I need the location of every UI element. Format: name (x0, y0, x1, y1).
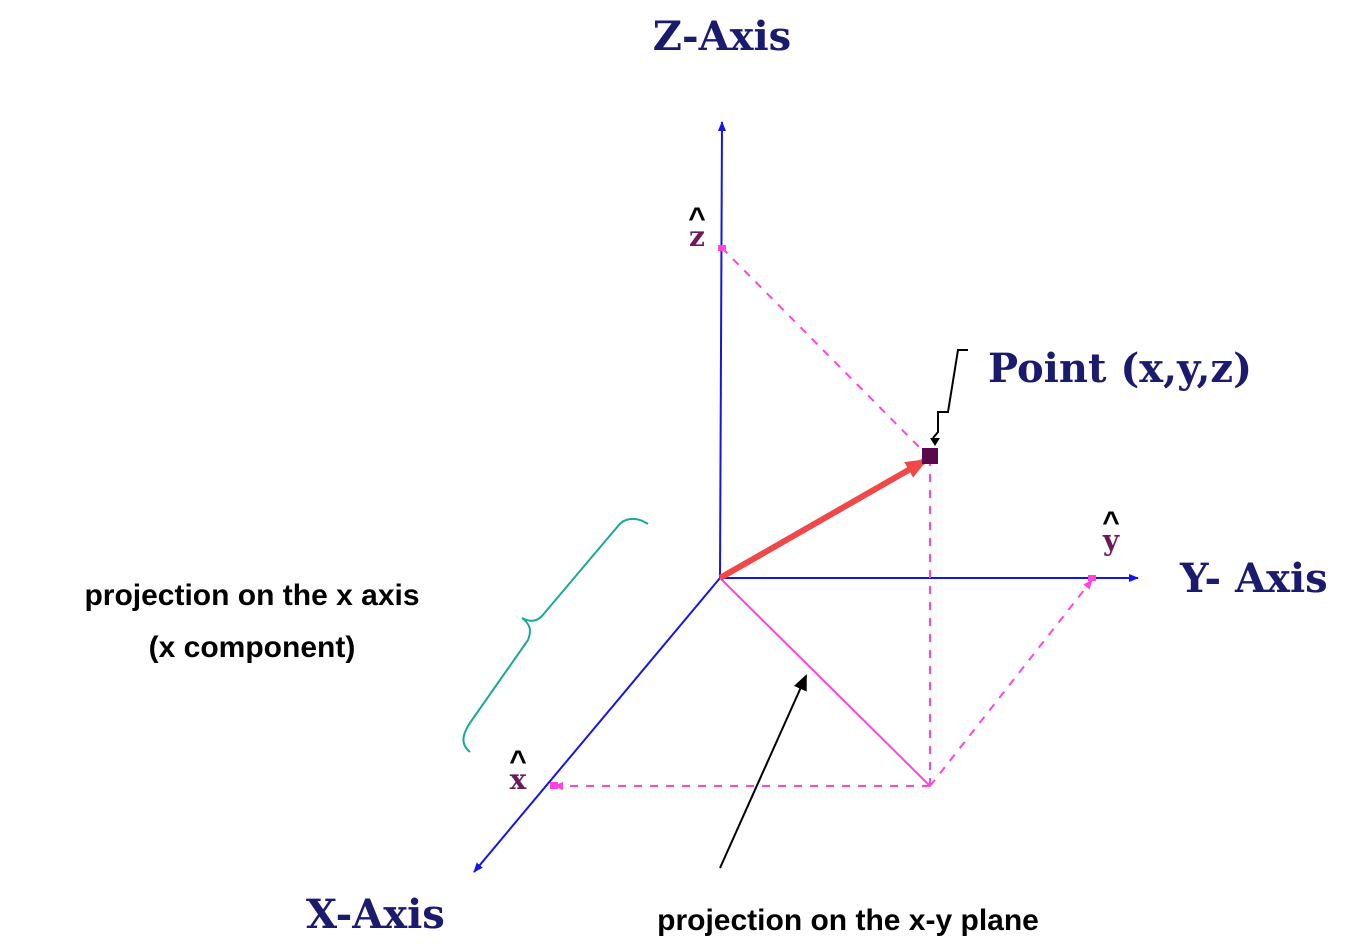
point-marker (922, 448, 938, 464)
x-unit-label: x (510, 763, 527, 796)
z-unit-hat: ^ (688, 202, 706, 235)
y-unit-label: y (1102, 524, 1120, 557)
projection-z-dashed (721, 247, 931, 459)
z-unit-label: z (689, 220, 705, 253)
x-projection-annotation-line1: projection on the x axis (84, 579, 419, 612)
z-axis-title: Z-Axis (653, 13, 791, 60)
xy-projection-pointer (719, 674, 807, 869)
x-unit-hat: ^ (509, 745, 527, 778)
xy-projection-annotation: projection on the x-y plane (657, 904, 1039, 937)
x-axis-line (473, 577, 721, 873)
z-unit-tick (718, 245, 726, 251)
projection-y-dashed (929, 579, 1093, 787)
point-label: Point (x,y,z) (988, 345, 1252, 392)
y-unit-tick (1088, 575, 1096, 581)
y-axis-title: Y- Axis (1179, 555, 1328, 602)
x-unit-tick (550, 782, 558, 789)
point-leader-line (932, 349, 968, 439)
x-projection-annotation-line2: (x component) (149, 631, 356, 664)
z-axis-line (717, 121, 726, 579)
y-unit-hat: ^ (1102, 506, 1120, 539)
position-vector-arrow (718, 457, 928, 581)
point-leader-tip (930, 438, 940, 446)
projection-xy-plane-line (719, 577, 931, 787)
x-projection-brace (462, 518, 649, 753)
x-axis-title: X-Axis (306, 891, 445, 938)
